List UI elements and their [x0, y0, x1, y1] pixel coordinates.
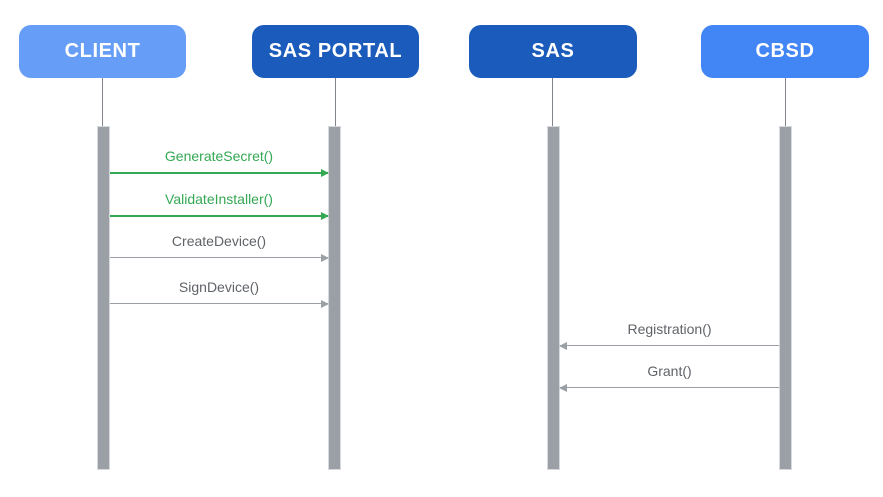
lifeline-cbsd	[785, 78, 786, 126]
message-create-device: CreateDevice()	[110, 232, 329, 262]
actor-label-sas-portal: SAS PORTAL	[268, 40, 403, 62]
lifeline-client	[102, 78, 103, 126]
actor-label-sas: SAS	[531, 40, 575, 62]
activation-bar-sas-portal	[328, 126, 341, 470]
message-label: GenerateSecret()	[164, 148, 274, 164]
activation-bar-cbsd	[779, 126, 792, 470]
actor-box-client: CLIENT	[19, 25, 186, 78]
arrowhead-right-icon	[321, 253, 329, 262]
message-label: CreateDevice()	[171, 233, 267, 249]
message-registration: Registration()	[559, 320, 779, 350]
lifeline-sas	[552, 78, 553, 126]
message-generate-secret: GenerateSecret()	[110, 147, 329, 177]
actor-box-sas: SAS	[469, 25, 637, 78]
message-label: Grant()	[647, 363, 692, 379]
arrowhead-left-icon	[559, 341, 567, 350]
message-validate-installer: ValidateInstaller()	[110, 190, 329, 220]
message-arrow-line	[110, 169, 329, 177]
message-arrow-line	[110, 253, 329, 262]
lifeline-sas-portal	[335, 78, 336, 126]
actor-label-client: CLIENT	[64, 40, 141, 62]
actor-box-sas-portal: SAS PORTAL	[252, 25, 419, 78]
activation-bar-client	[97, 126, 110, 470]
arrowhead-left-icon	[559, 383, 567, 392]
arrowhead-right-icon	[321, 169, 329, 177]
message-arrow-line	[559, 383, 779, 392]
actor-label-cbsd: CBSD	[755, 40, 815, 62]
arrowhead-right-icon	[321, 299, 329, 308]
arrowhead-right-icon	[321, 212, 329, 220]
message-label: SignDevice()	[178, 279, 260, 295]
actor-box-cbsd: CBSD	[701, 25, 869, 78]
message-arrow-line	[110, 299, 329, 308]
message-grant: Grant()	[559, 362, 779, 392]
message-label: ValidateInstaller()	[165, 191, 273, 207]
activation-bar-sas	[547, 126, 560, 470]
message-arrow-line	[559, 341, 779, 350]
message-sign-device: SignDevice()	[110, 278, 329, 308]
message-label: Registration()	[627, 321, 712, 337]
message-arrow-line	[110, 212, 329, 220]
